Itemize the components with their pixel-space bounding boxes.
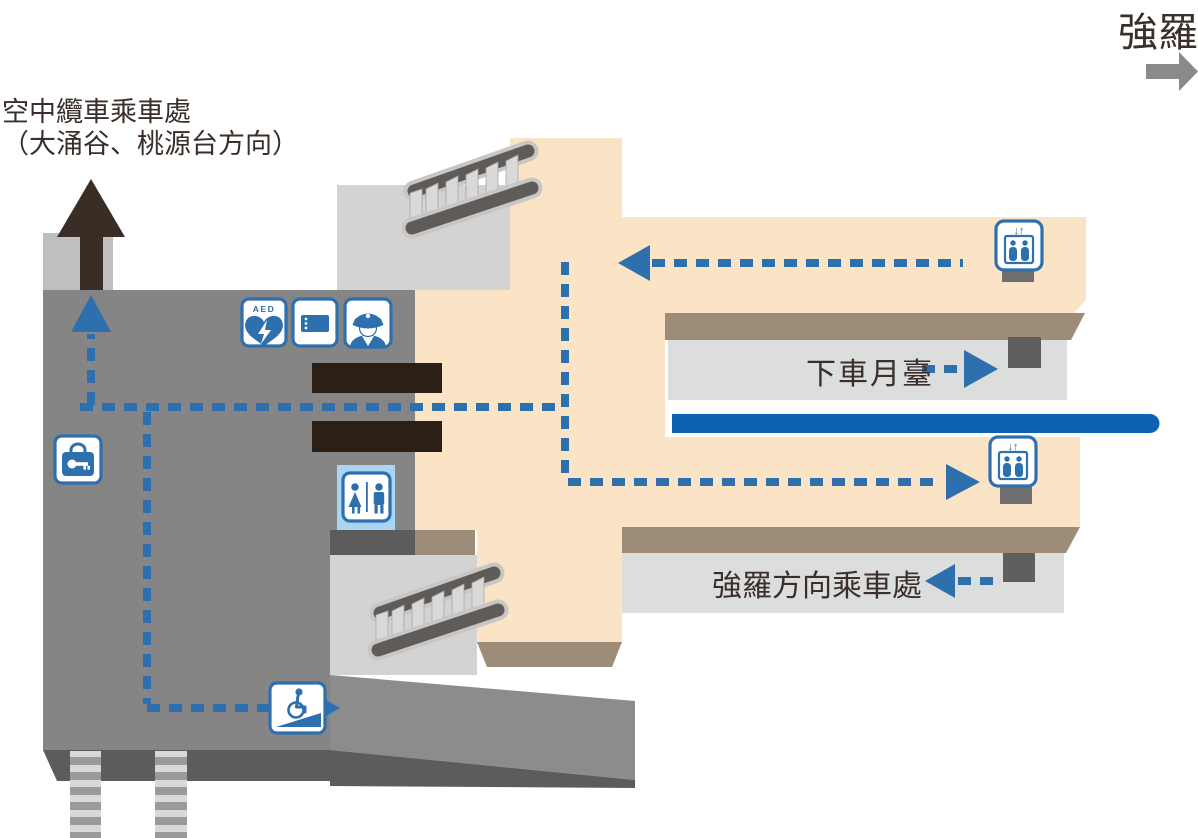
ticket-gate-bar-top: [312, 363, 442, 393]
ropeway-exit-label-line1: 空中纜車乘車處: [2, 97, 191, 127]
elevator-landing-lower: [1003, 553, 1035, 582]
alighting-platform-label: 下車月臺: [806, 358, 934, 391]
exit-stairs-right: [155, 751, 187, 838]
sloped-walkway-face: [330, 750, 635, 788]
elevator-landing-upper: [1008, 337, 1041, 368]
building-base-edge-right: [330, 530, 415, 555]
upper-platform-edge: [665, 313, 1085, 340]
aed-icon: AED: [240, 297, 288, 348]
sloped-walkway: [330, 675, 635, 780]
aed-label: AED: [253, 304, 275, 314]
ropeway-arrow-head: [57, 179, 125, 237]
wheelchair-ramp-icon: [268, 681, 327, 735]
boarding-platform-label: 強羅方向乘車處: [712, 570, 922, 603]
gora-direction-label: 強羅: [1118, 11, 1198, 55]
gora-direction-arrow-icon: [1146, 52, 1198, 91]
arrow-up-icon: [71, 295, 111, 332]
route-arrowheads: [71, 245, 998, 723]
concourse-edge-small: [415, 530, 475, 555]
alighting-platform: [668, 340, 1067, 400]
arrow-left-platform-icon: [925, 564, 955, 598]
ropeway-arrow-shaft: [80, 232, 103, 290]
ropeway-exit-label-line2: （大涌谷、桃源台方向）: [2, 129, 299, 159]
concourse-edge-bottom: [477, 642, 622, 667]
arrow-right-platform-icon: [964, 350, 998, 388]
elevator-lower-icon: [988, 435, 1038, 488]
coin-locker-icon: [53, 434, 103, 485]
ticket-gate-bar-bottom: [312, 421, 442, 452]
arrow-left-icon: [618, 245, 650, 281]
elevator-upper-icon: [994, 219, 1044, 272]
railway-track: [672, 414, 1150, 433]
lower-platform-edge: [622, 527, 1080, 553]
lightning-icon: [258, 320, 271, 344]
toilet-icon: [337, 465, 395, 530]
station-staff-icon: [343, 297, 393, 349]
elevator-shaft-lower: [1000, 483, 1032, 504]
ticket-gate-icon: [291, 297, 339, 348]
railway-track-end: [1140, 414, 1160, 433]
exit-stairs-left: [70, 751, 101, 838]
arrow-right-icon: [946, 464, 980, 500]
